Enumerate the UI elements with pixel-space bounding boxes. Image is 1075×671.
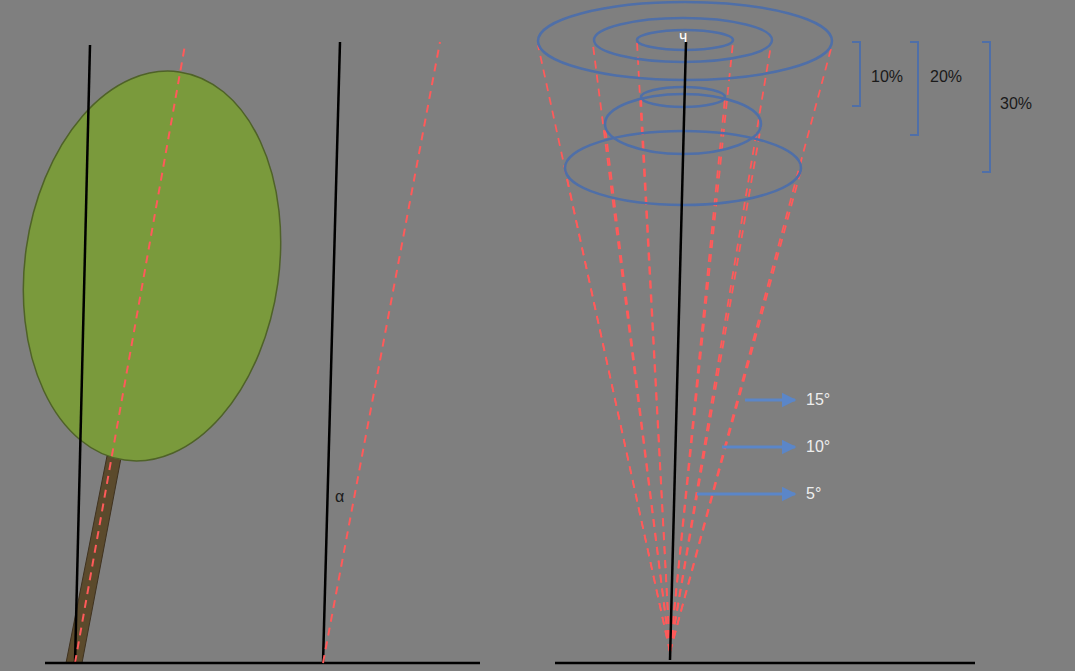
- bracket: [852, 42, 860, 106]
- bracket: [982, 42, 990, 172]
- ground-line: [45, 662, 480, 665]
- bracket: [910, 42, 918, 135]
- tilt-line: [75, 45, 185, 663]
- angle-symbol: α: [335, 488, 344, 506]
- cone-line: [670, 170, 801, 652]
- angle-label: 15°: [806, 391, 830, 409]
- angle-arrows: [697, 400, 795, 494]
- ground-line: [555, 662, 975, 665]
- tilt-cone: [538, 42, 832, 652]
- tree-crown: [0, 54, 305, 478]
- arrow: [722, 446, 795, 449]
- arrow: [697, 493, 795, 496]
- cone-line: [538, 45, 670, 652]
- cone-line: [565, 170, 670, 652]
- vertical-line: [670, 42, 686, 660]
- cone-line: [641, 98, 670, 652]
- vertical-line: [75, 45, 90, 663]
- angle-label: 5°: [806, 485, 821, 503]
- percent-label: 10%: [871, 68, 903, 86]
- top-mark: ч: [679, 28, 687, 46]
- angle-label: 10°: [806, 438, 830, 456]
- tilt-line: [323, 42, 440, 663]
- cone-line: [670, 45, 832, 652]
- vertical-line: [323, 42, 340, 663]
- brackets: [852, 42, 990, 172]
- ellipse: [594, 18, 772, 62]
- percent-label: 30%: [1000, 95, 1032, 113]
- percent-label: 20%: [930, 68, 962, 86]
- arrow: [745, 399, 795, 402]
